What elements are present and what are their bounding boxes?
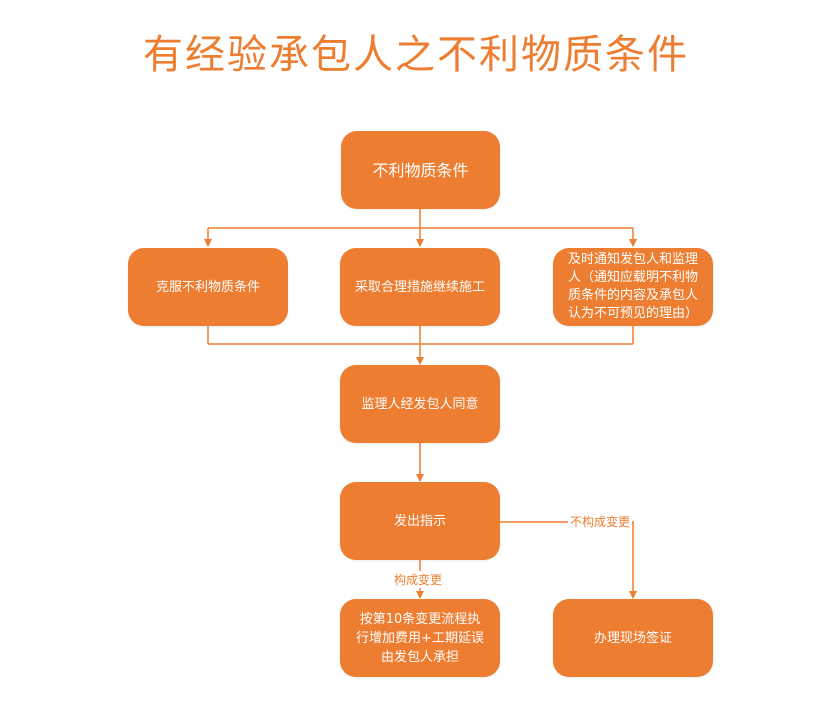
- edge-label-not-change: 不构成变更: [568, 513, 633, 530]
- node-measures-label: 采取合理措施继续施工: [354, 279, 485, 295]
- node-approve-label: 监理人经发包人同意: [361, 396, 479, 412]
- node-root-label: 不利物质条件: [372, 160, 469, 180]
- node-overcome-label: 克服不利物质条件: [155, 279, 260, 295]
- node-overcome: 克服不利物质条件: [128, 248, 288, 326]
- edge-label-constitutes-change: 构成变更: [392, 571, 445, 588]
- node-measures: 采取合理措施继续施工: [340, 248, 500, 326]
- node-change-process-label: 按第10条变更流程执行增加费用+工期延误由发包人承担: [356, 611, 484, 665]
- node-instruct: 发出指示: [340, 482, 500, 560]
- diagram-title: 有经验承包人之不利物质条件: [143, 32, 689, 78]
- arrow-to-site-visa: [500, 521, 637, 599]
- node-notify-label: 及时通知发包人和监理人（通知应载明不利物质条件的内容及承包人认为不可预见的理由）: [567, 252, 698, 321]
- node-site-visa-label: 办理现场签证: [593, 630, 672, 646]
- node-instruct-label: 发出指示: [393, 513, 446, 529]
- node-approve: 监理人经发包人同意: [340, 365, 500, 443]
- node-site-visa: 办理现场签证: [553, 599, 713, 677]
- node-root: 不利物质条件: [341, 131, 500, 209]
- node-change-process: 按第10条变更流程执行增加费用+工期延误由发包人承担: [340, 599, 500, 677]
- node-notify: 及时通知发包人和监理人（通知应载明不利物质条件的内容及承包人认为不可预见的理由）: [553, 248, 713, 326]
